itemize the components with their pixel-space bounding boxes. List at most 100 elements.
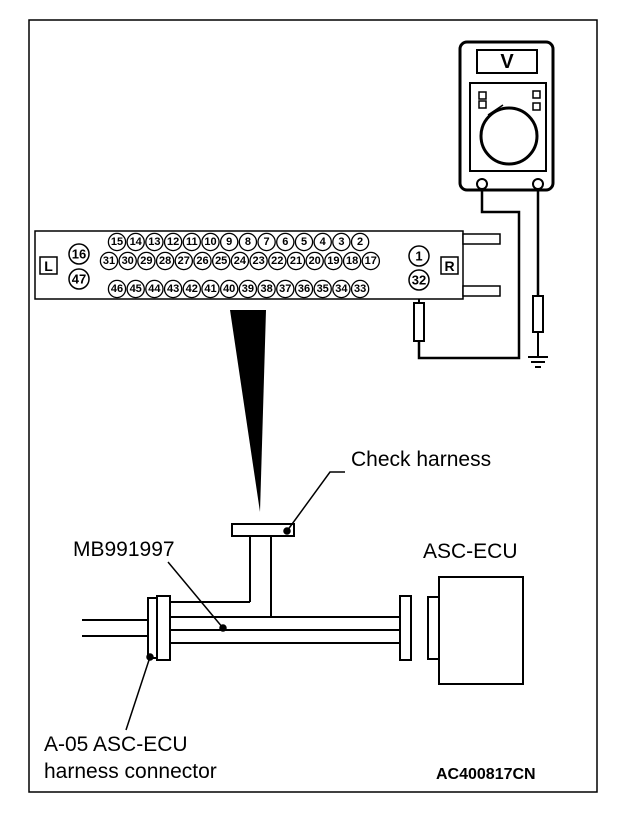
connector-pin [361,251,381,271]
voltmeter-indicator [478,100,487,109]
connector-pin [408,245,430,267]
connector-lock-tab-top [462,233,501,245]
connector-pin [238,279,258,299]
connector-pin-label: 27 [178,255,190,267]
connector-pin [219,232,239,252]
connector-pin-label: 36 [298,283,310,295]
connector-pin [305,251,324,271]
connector-pin [238,232,258,252]
leader-lines [125,471,345,731]
connector-pin-label: 31 [103,255,115,267]
connector-pin-label: 23 [252,255,264,267]
connector-pin [332,279,351,299]
connector-pin-label: 15 [111,236,123,248]
special-tool-label: MB991997 [73,538,175,561]
check-harness-connector [231,523,295,537]
connector-pin-label: 33 [354,283,366,295]
connector-pin [342,251,362,271]
connector-pin-label: 8 [245,236,251,248]
connector-pin-label: 13 [148,236,160,248]
connector-pin-label: 6 [282,236,288,248]
voltmeter-display [476,49,538,74]
connector-lock-tab-bottom [462,285,501,297]
connector-pin-label: 35 [317,283,329,295]
connector-pin [68,268,90,290]
figure-code: AC400817CN [436,766,536,783]
connector-pin [201,279,220,299]
harness-connector-label-line1: A-05 ASC-ECU [44,733,188,756]
connector-pin [145,232,164,252]
connector-pin [145,279,164,299]
connector-pin [294,232,314,252]
connector-pin [230,251,250,271]
leader-dot [283,527,291,535]
asc-ecu-unit [438,576,524,685]
connector-pin [126,279,145,299]
connector-pin-label: 18 [346,255,358,267]
connector-pin [118,251,137,271]
voltmeter: V [458,40,555,192]
connector-pin-label: 1 [415,249,422,264]
connector-pin [249,251,268,271]
connector-pin-label: 19 [327,255,339,267]
connector-pin-label: 29 [140,255,152,267]
ecu-side-tool-connector [399,595,412,661]
connector-pin-label: 43 [167,283,179,295]
test-lead-negative [417,189,521,360]
connector-pin [268,251,287,271]
voltmeter-display-letter: V [500,51,514,73]
connector-pin [163,232,183,252]
connector-pin-label: 44 [148,283,161,295]
connector-pin-label: 46 [111,283,123,295]
connector-pin-label: 26 [196,255,208,267]
voltmeter-terminal-positive [532,178,544,190]
connector-pin [257,279,276,299]
connector-pin-label: 14 [130,236,143,248]
voltmeter-terminal-negative [476,178,488,190]
check-harness-assembly [82,523,412,661]
voltmeter-dial [479,106,539,166]
connector-pin [155,251,175,271]
connector-pin [219,279,239,299]
connector-pin [276,232,295,252]
leader-dot [146,653,154,661]
connector-pin [137,251,156,271]
connector-pin-label: 2 [357,236,363,248]
connector-pin [313,232,332,252]
connector-pin-label: 4 [320,236,327,248]
connector-pin-label: 25 [215,255,227,267]
connector-pin-label: 40 [223,283,235,295]
connector-pin-label: 5 [301,236,307,248]
connector-pin-label: 45 [130,283,142,295]
connector-pin [68,243,90,265]
harness-connector-leader [125,656,151,731]
connector-pin-label: 28 [159,255,171,267]
connector-pin [408,269,430,291]
connector-pin-label: 30 [122,255,134,267]
harness-connector-label-line2: harness connector [44,760,217,783]
connector-pin-label: 7 [264,236,270,248]
ecu-connector-receptacle [427,596,440,660]
connector-pin [257,232,276,252]
connector-pin [324,251,343,271]
test-leads [417,189,540,360]
connector-pin-label: 16 [72,247,86,262]
check-harness-label: Check harness [351,448,491,471]
connector-pin-label: 11 [186,236,198,248]
connector-pin-label: 24 [234,255,247,267]
connector-pin-label: 10 [204,236,216,248]
connector-pin [350,279,370,299]
connector-pin-label: 22 [271,255,283,267]
special-tool-leader [167,561,224,629]
connector-pin [182,232,202,252]
probe-pin [413,302,425,342]
connector-right-label: R [444,258,454,274]
connector-pin [211,251,231,271]
voltmeter-indicator [478,91,487,100]
harness-connector-flange [147,597,158,659]
ecu-label: ASC-ECU [423,540,518,563]
